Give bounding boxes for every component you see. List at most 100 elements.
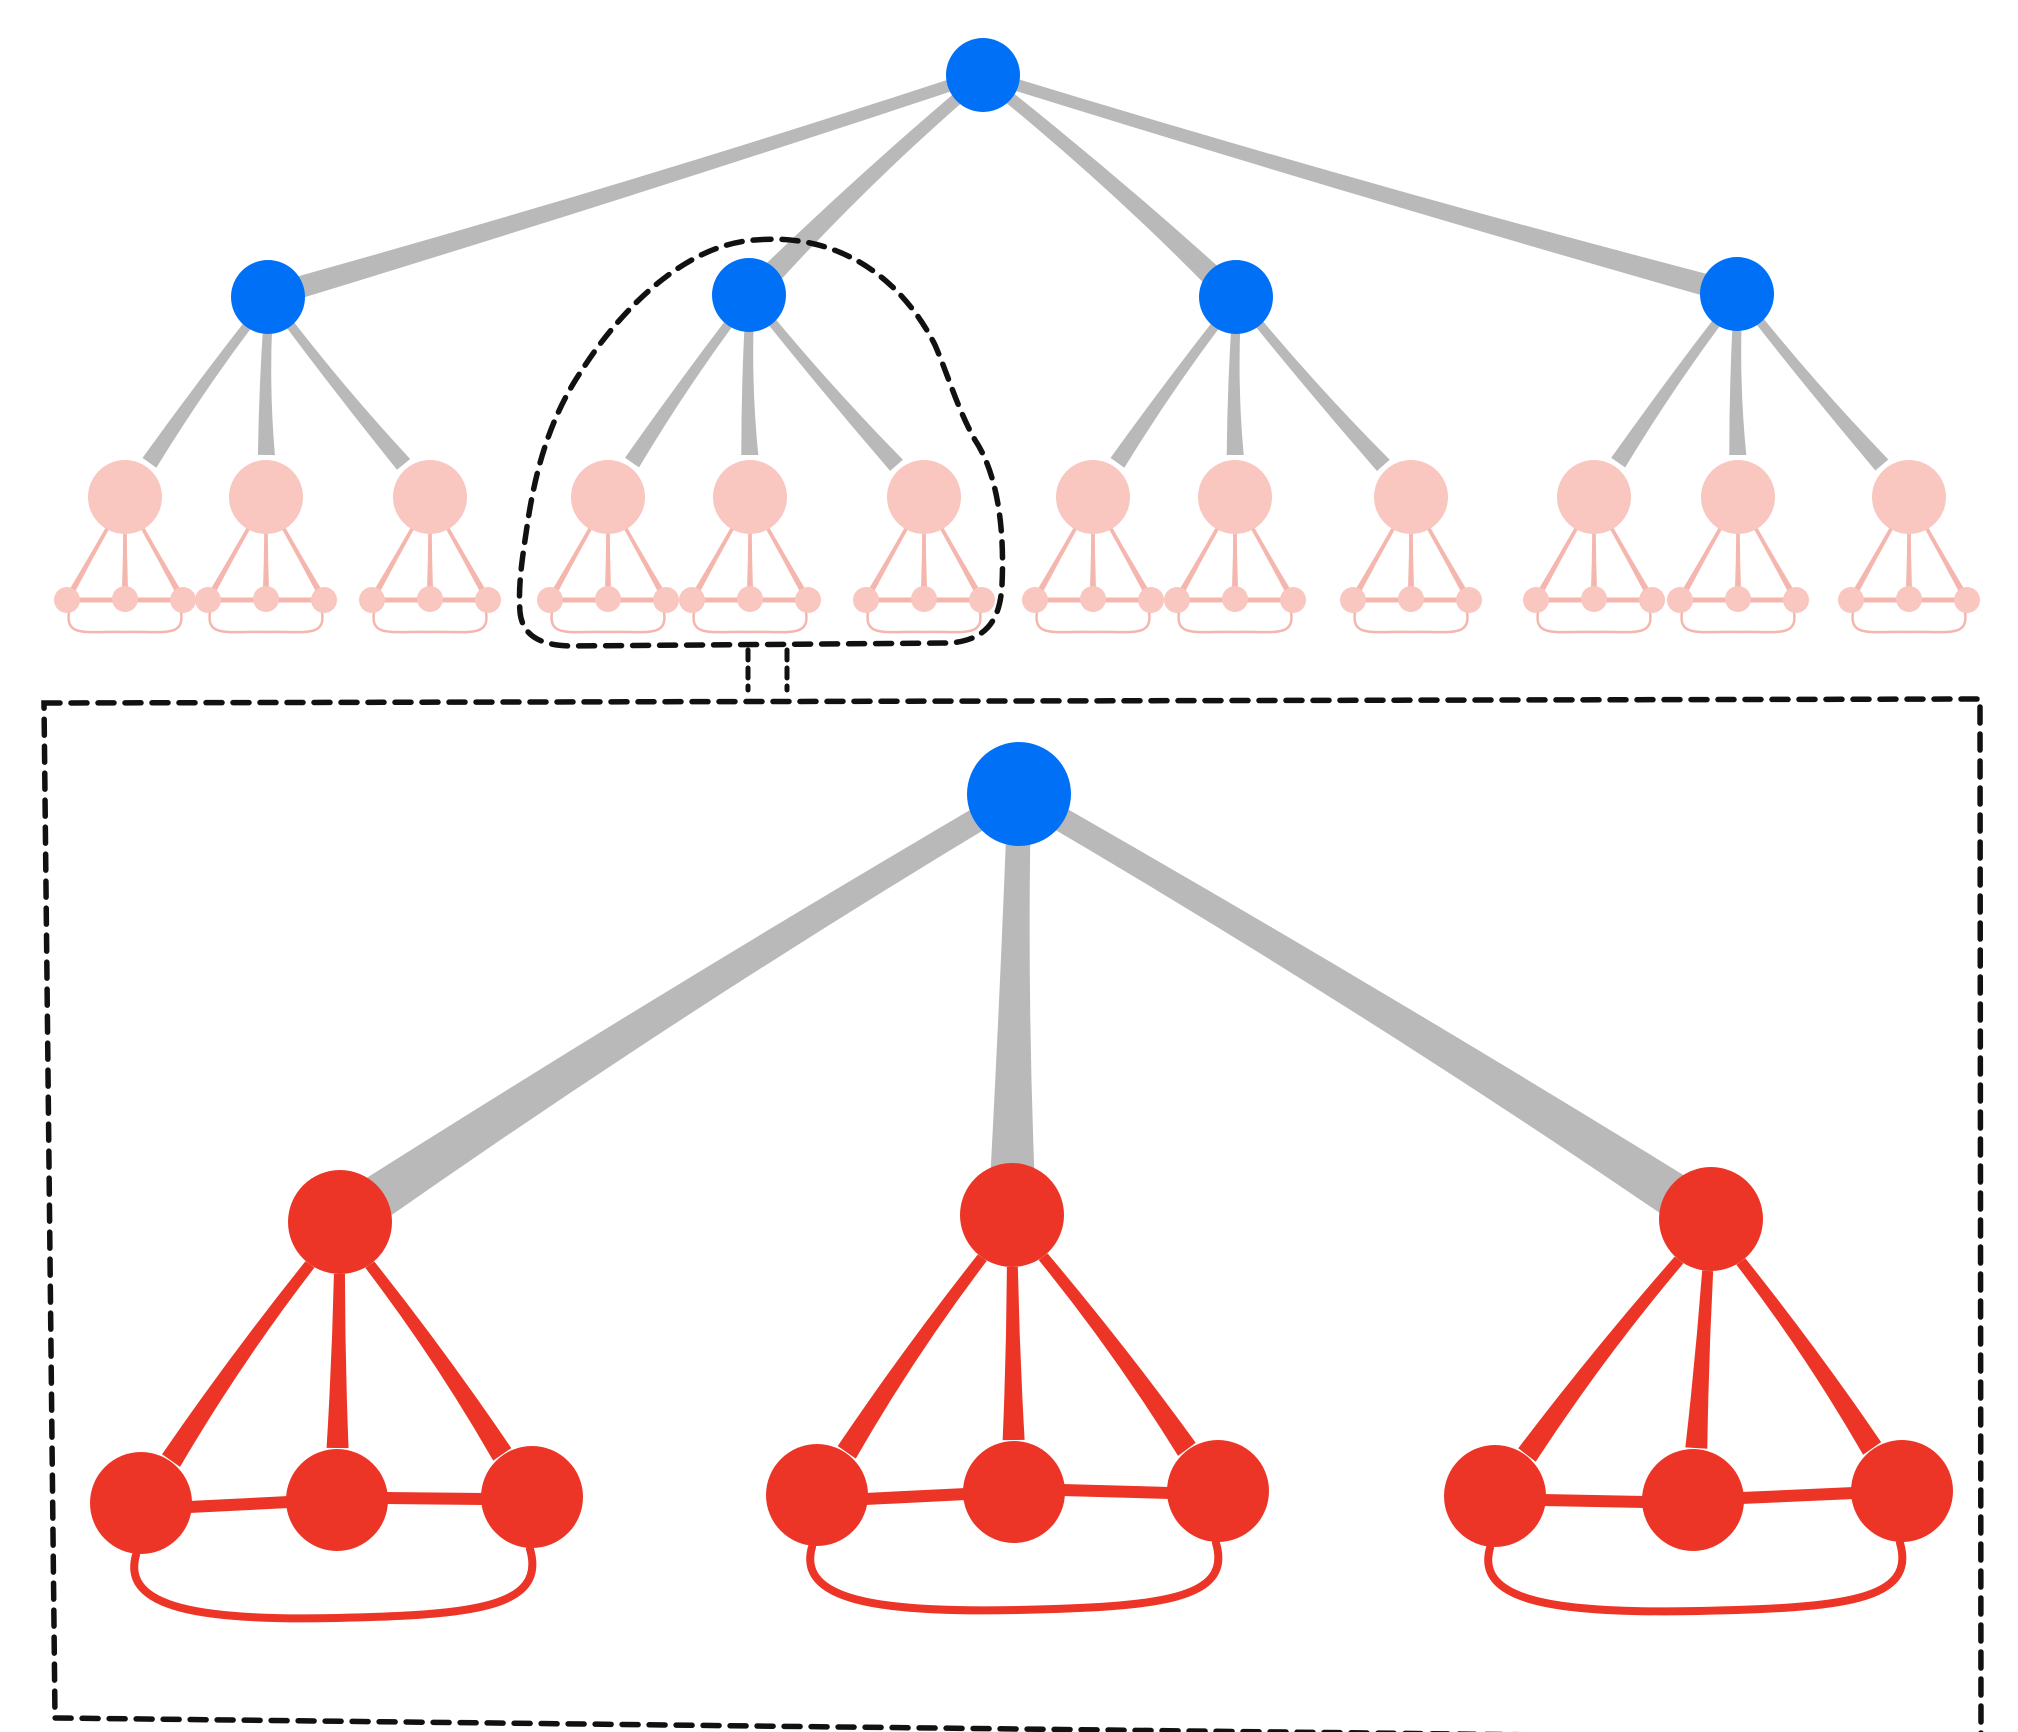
overview-cluster-node bbox=[653, 587, 679, 613]
overview-cluster-node bbox=[1080, 586, 1106, 612]
zoom-ring-link bbox=[130, 1545, 537, 1623]
overview-cluster-4-3 bbox=[1838, 460, 1980, 634]
overview-cluster-node bbox=[969, 587, 995, 613]
root-edge-3 bbox=[997, 86, 1221, 286]
root-edge-1 bbox=[293, 76, 961, 299]
overview-hub-nodes bbox=[231, 38, 1774, 334]
overview-cluster-node bbox=[1022, 587, 1048, 613]
overview-cluster-3-2 bbox=[1164, 460, 1306, 634]
overview-cluster-head bbox=[1374, 460, 1448, 534]
overview-cluster-node bbox=[595, 586, 621, 612]
overview-cluster-head bbox=[393, 460, 467, 534]
group-edge-3-1 bbox=[1110, 317, 1224, 468]
overview-cluster-node bbox=[170, 587, 196, 613]
zoom-hub-node bbox=[967, 742, 1071, 846]
overview-spoke bbox=[210, 522, 253, 593]
overview-cluster-head bbox=[1198, 460, 1272, 534]
overview-cluster-node bbox=[1954, 587, 1980, 613]
zoom-cluster-node bbox=[963, 1441, 1065, 1543]
zoom-cluster-1 bbox=[90, 1170, 583, 1623]
group-edge-1-2 bbox=[257, 324, 275, 456]
overview-spoke bbox=[921, 527, 927, 589]
overview-ring-link bbox=[1680, 611, 1796, 634]
zoom-hub-edge-1 bbox=[344, 799, 1001, 1231]
group-edge-3-2 bbox=[1226, 324, 1244, 456]
overview-cluster-node bbox=[475, 587, 501, 613]
overview-cluster-1-2 bbox=[195, 460, 337, 634]
overview-spoke bbox=[1106, 522, 1149, 593]
zoom-link bbox=[183, 1496, 295, 1513]
overview-cluster-node bbox=[911, 586, 937, 612]
zoom-hub-node-group bbox=[967, 742, 1071, 846]
overview-cluster-head bbox=[1557, 460, 1631, 534]
overview-spoke bbox=[443, 522, 486, 593]
overview-cluster-node bbox=[1138, 587, 1164, 613]
group-edge-4-2 bbox=[1729, 321, 1747, 456]
overview-ring-link bbox=[372, 611, 488, 634]
overview-cluster-node bbox=[1838, 587, 1864, 613]
overview-spoke bbox=[1682, 522, 1725, 593]
overview-spoke bbox=[747, 527, 753, 589]
overview-cluster-node bbox=[1725, 586, 1751, 612]
overview-spoke bbox=[263, 527, 269, 589]
overview-cluster-node bbox=[1896, 586, 1922, 612]
zoom-hub-edge-2 bbox=[989, 823, 1036, 1196]
overview-cluster-node bbox=[795, 587, 821, 613]
zoom-spoke bbox=[837, 1254, 987, 1459]
overview-cluster-1-1 bbox=[54, 460, 196, 634]
overview-spoke bbox=[427, 527, 433, 589]
group-edge-4-3 bbox=[1751, 312, 1889, 471]
overview-cluster-head bbox=[1872, 460, 1946, 534]
overview-spoke bbox=[1591, 527, 1597, 589]
overview-spoke bbox=[605, 527, 611, 589]
zoom-cluster-node bbox=[1167, 1440, 1269, 1542]
overview-cluster-3-1 bbox=[1022, 460, 1164, 634]
overview-cluster-node bbox=[1222, 586, 1248, 612]
root-edge-4 bbox=[1005, 76, 1712, 297]
zoom-cluster-node bbox=[286, 1449, 388, 1551]
zoom-connector bbox=[745, 647, 790, 693]
overview-spoke bbox=[1607, 522, 1650, 593]
group-hub-node-1 bbox=[231, 260, 305, 334]
zoom-ring-link bbox=[806, 1539, 1223, 1615]
zoom-spoke bbox=[1002, 1266, 1025, 1441]
zoom-spoke bbox=[1685, 1270, 1714, 1449]
overview-spoke bbox=[1037, 522, 1080, 593]
overview-ring-link bbox=[866, 611, 982, 634]
overview-ring-link bbox=[1177, 611, 1293, 634]
selection-outline bbox=[516, 236, 1006, 649]
overview-cluster-node bbox=[853, 587, 879, 613]
group-edge-1-3 bbox=[282, 315, 411, 470]
overview-cluster-node bbox=[311, 587, 337, 613]
overview-cluster-node bbox=[1398, 586, 1424, 612]
overview-cluster-node bbox=[1783, 587, 1809, 613]
overview-spoke bbox=[868, 522, 911, 593]
zoom-cluster-node bbox=[766, 1444, 868, 1546]
overview-cluster-node bbox=[1340, 587, 1366, 613]
overview-cluster-4-2 bbox=[1667, 460, 1809, 634]
overview-cluster-head bbox=[1701, 460, 1775, 534]
overview-cluster-node bbox=[54, 587, 80, 613]
overview-spoke bbox=[937, 522, 980, 593]
group-hub-node-3 bbox=[1199, 260, 1273, 334]
group-edge-3-3 bbox=[1251, 315, 1390, 471]
zoom-clusters bbox=[90, 1163, 1953, 1623]
overview-spoke bbox=[1090, 527, 1096, 589]
overview-ring-link bbox=[692, 611, 808, 634]
overview-cluster-node bbox=[1581, 586, 1607, 612]
overview-cluster-head bbox=[713, 460, 787, 534]
overview-cluster-node bbox=[112, 586, 138, 612]
zoom-outlines bbox=[41, 236, 1984, 1732]
zoom-cluster-head bbox=[1659, 1167, 1763, 1271]
overview-cluster-node bbox=[417, 586, 443, 612]
zoom-cluster-head bbox=[288, 1170, 392, 1274]
overview-spoke bbox=[1735, 527, 1741, 589]
overview-ring-link bbox=[1353, 611, 1469, 634]
overview-clusters bbox=[54, 460, 1980, 634]
root-hub-node bbox=[946, 38, 1020, 112]
overview-cluster-3-3 bbox=[1340, 460, 1482, 634]
overview-spoke bbox=[621, 522, 664, 593]
overview-cluster-node bbox=[1523, 587, 1549, 613]
overview-cluster-node bbox=[1667, 587, 1693, 613]
overview-cluster-2-3 bbox=[853, 460, 995, 634]
